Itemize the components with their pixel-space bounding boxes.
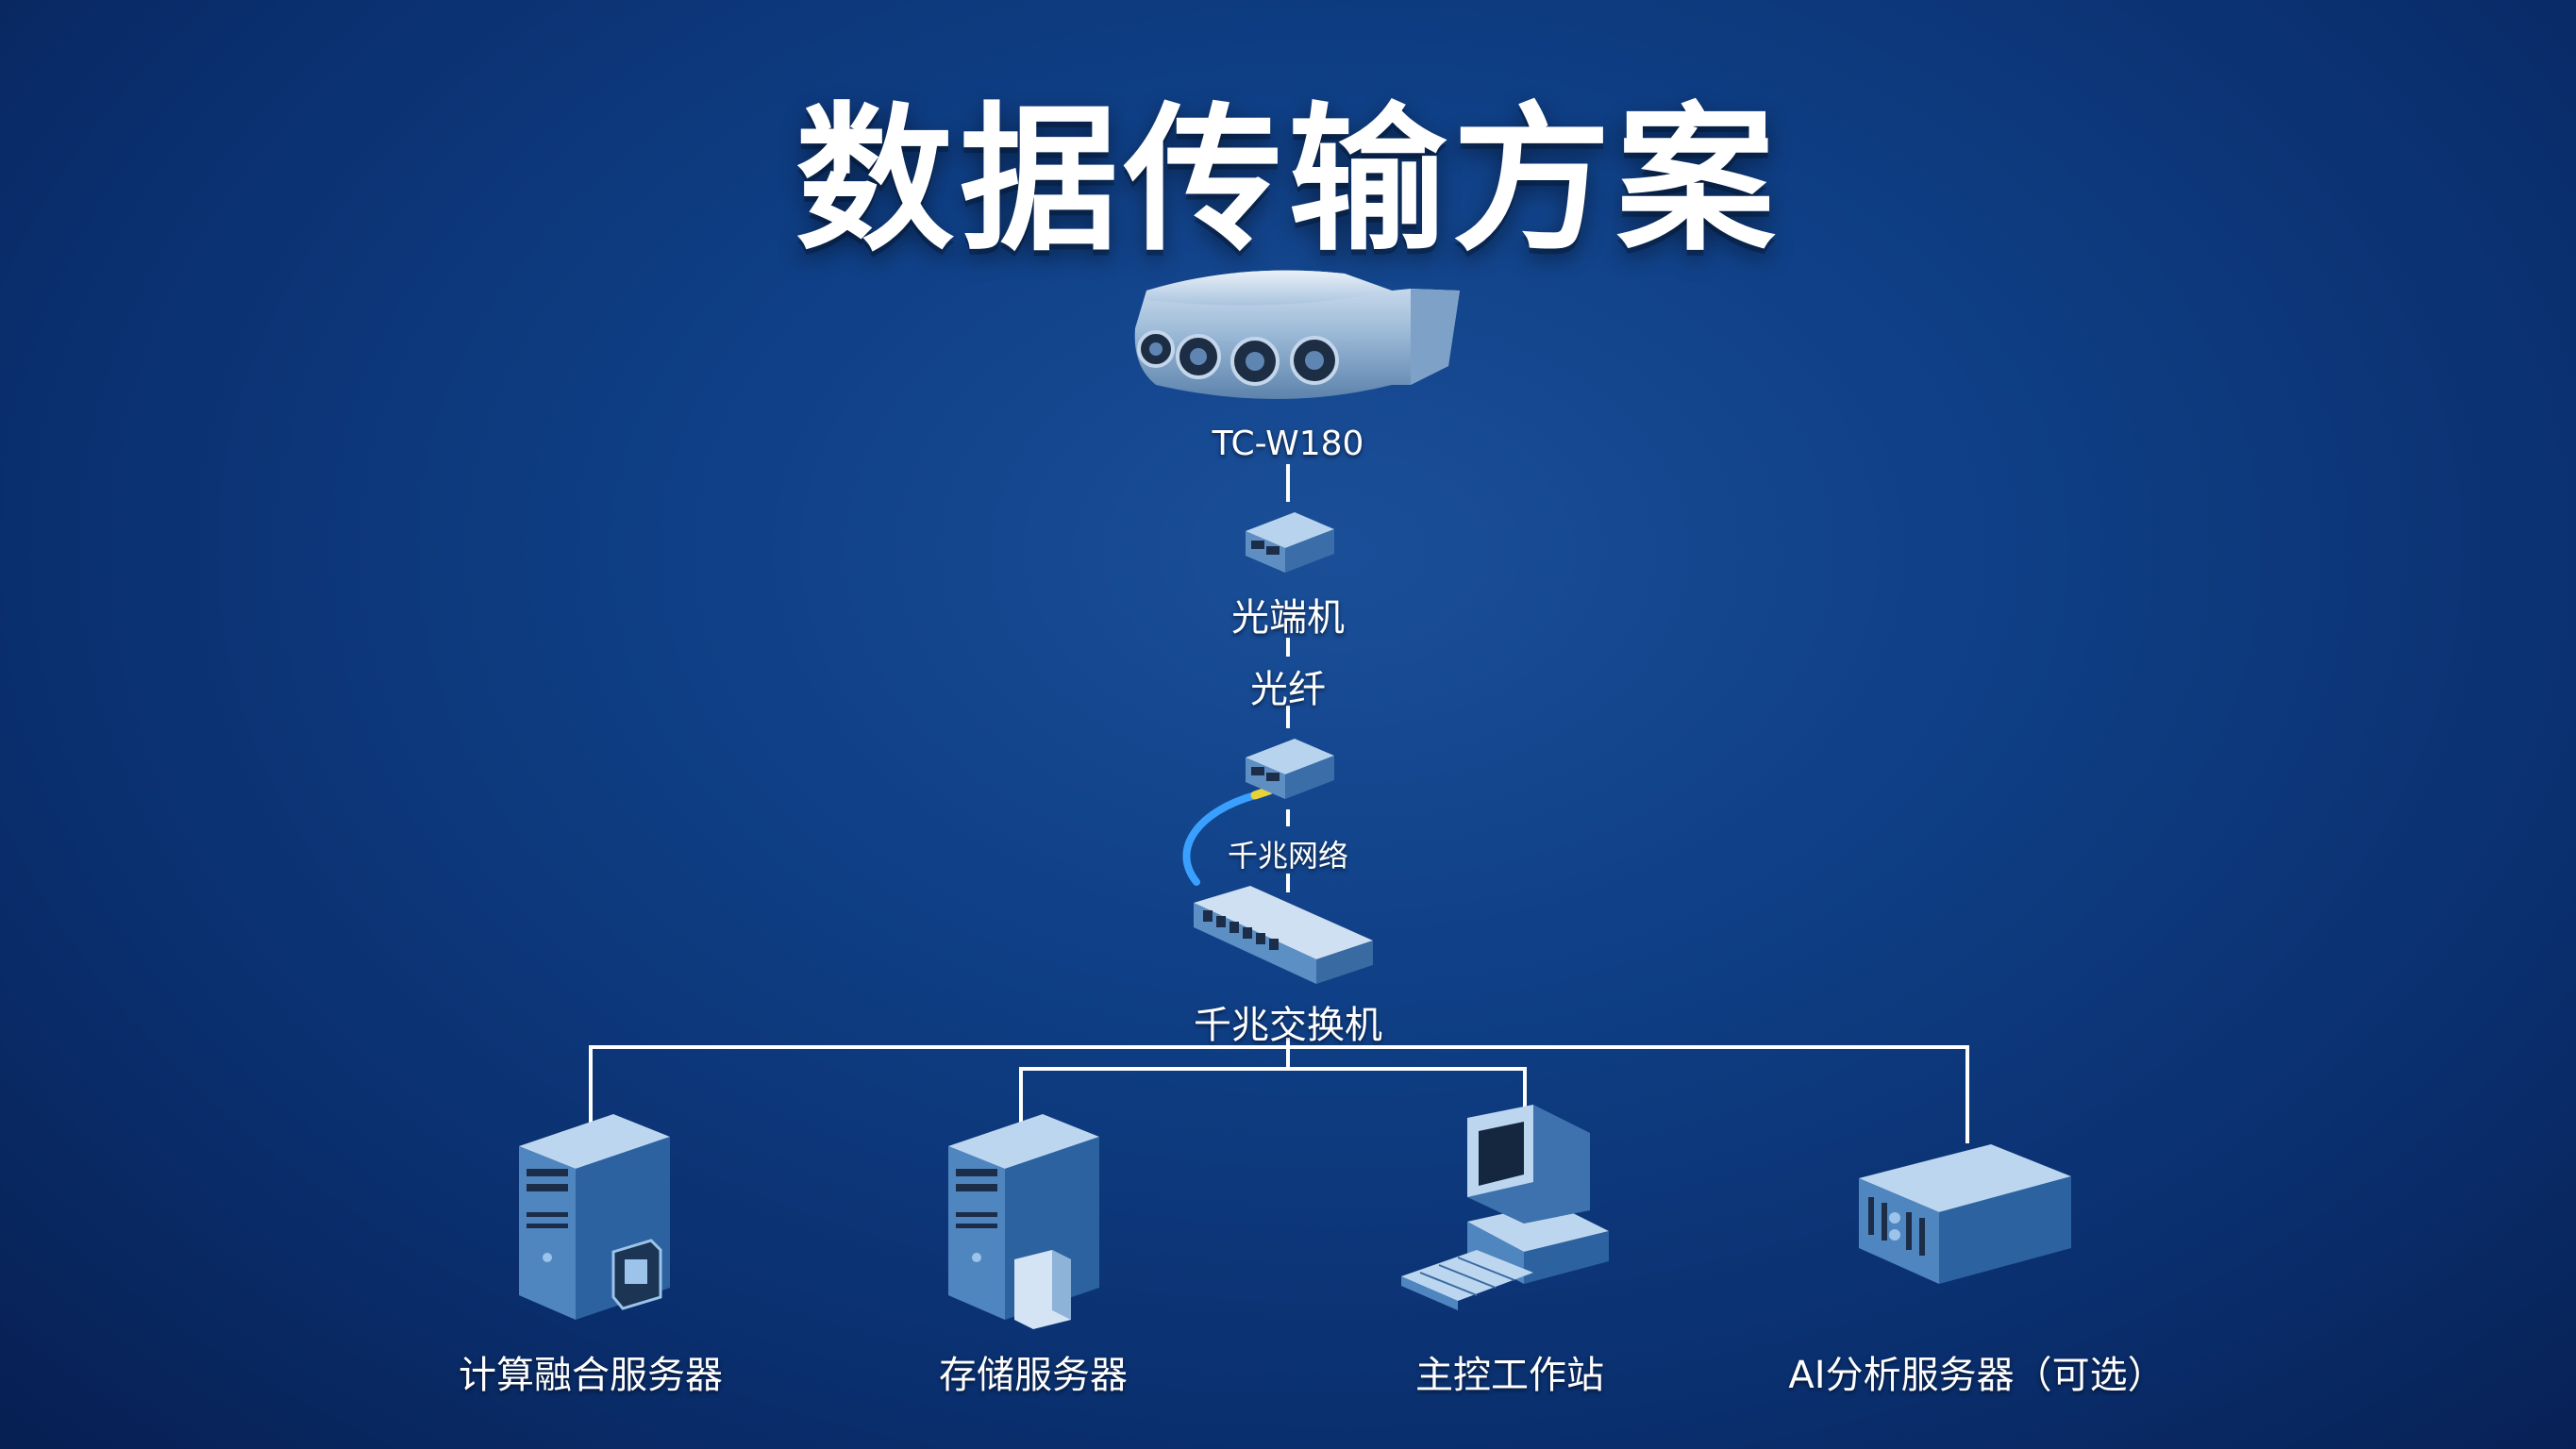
ai-rack-server-icon (1859, 1144, 2071, 1284)
endpoint-ai-label: AI分析服务器（可选） (1788, 1354, 2166, 1397)
endpoint-compute-label: 计算融合服务器 (459, 1354, 723, 1397)
network-switch-icon (1194, 886, 1373, 984)
page-title: 数据传输方案 (795, 88, 1781, 273)
compute-server-icon (519, 1114, 670, 1320)
gigabit-network-label: 千兆网络 (1227, 838, 1349, 874)
transceiver-top-label: 光端机 (1231, 596, 1345, 640)
camera-label: TC-W180 (1212, 425, 1364, 463)
bus-inner (1019, 1067, 1527, 1124)
bus-outer (589, 1045, 1969, 1143)
panoramic-camera-icon (1134, 270, 1460, 399)
endpoint-workstation-label: 主控工作站 (1415, 1354, 1604, 1397)
endpoint-storage-label: 存储服务器 (939, 1354, 1128, 1397)
optical-transceiver-bottom-icon (1246, 739, 1334, 799)
storage-server-icon (948, 1114, 1099, 1329)
switch-label: 千兆交换机 (1194, 1004, 1382, 1047)
workstation-icon (1401, 1105, 1609, 1310)
network-cable-icon (1182, 791, 1259, 886)
fiber-label: 光纤 (1250, 668, 1326, 711)
optical-transceiver-icon (1246, 512, 1334, 573)
